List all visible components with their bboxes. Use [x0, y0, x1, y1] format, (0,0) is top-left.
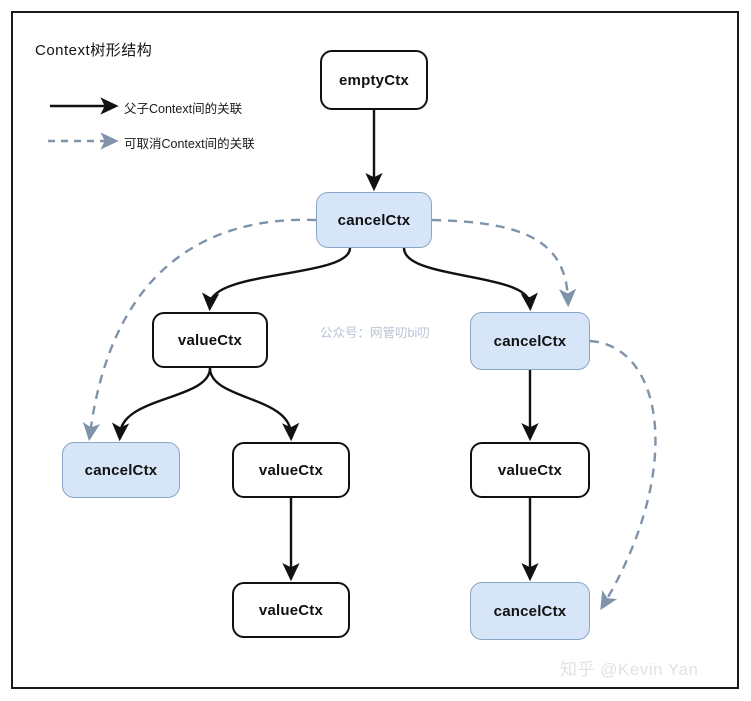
node-value-ctx-bottom[interactable]: valueCtx	[232, 582, 350, 638]
node-label: valueCtx	[258, 461, 324, 479]
watermark-corner: 知乎 @Kevin Yan	[560, 660, 699, 679]
node-cancel-ctx-bottom[interactable]: cancelCtx	[470, 582, 590, 640]
node-cancel-ctx-root[interactable]: cancelCtx	[316, 192, 432, 248]
edge-dashed-cancelroot-to-cancelright	[431, 218, 577, 308]
watermark-center: 公众号：网管叨bi叨	[320, 326, 430, 340]
node-cancel-ctx-right[interactable]: cancelCtx	[470, 312, 590, 370]
node-label: cancelCtx	[493, 332, 567, 350]
node-label: valueCtx	[497, 461, 563, 479]
node-label: cancelCtx	[337, 211, 411, 229]
edge-cancelroot-to-valueleft	[202, 247, 352, 312]
edge-cancelroot-to-cancelright	[402, 247, 538, 312]
edge-valueleft-to-valuemid	[208, 367, 300, 442]
node-label: cancelCtx	[84, 461, 158, 479]
legend-item-solid-label: 父子Context间的关联	[124, 102, 243, 116]
node-empty-ctx[interactable]: emptyCtx	[320, 50, 428, 110]
node-cancel-ctx-left-leaf[interactable]: cancelCtx	[62, 442, 180, 498]
node-label: valueCtx	[258, 601, 324, 619]
node-value-ctx-right[interactable]: valueCtx	[470, 442, 590, 498]
edge-valueleft-to-cancelleftleaf	[111, 367, 212, 442]
node-value-ctx-left[interactable]: valueCtx	[152, 312, 268, 368]
node-label: cancelCtx	[493, 602, 567, 620]
legend-item-dashed-label: 可取消Context间的关联	[124, 137, 255, 151]
node-label: valueCtx	[177, 331, 243, 349]
node-label: emptyCtx	[339, 71, 409, 89]
page-title: Context树形结构	[35, 42, 153, 59]
edge-dashed-cancelright-to-cancelbottom	[589, 339, 657, 611]
node-value-ctx-mid[interactable]: valueCtx	[232, 442, 350, 498]
